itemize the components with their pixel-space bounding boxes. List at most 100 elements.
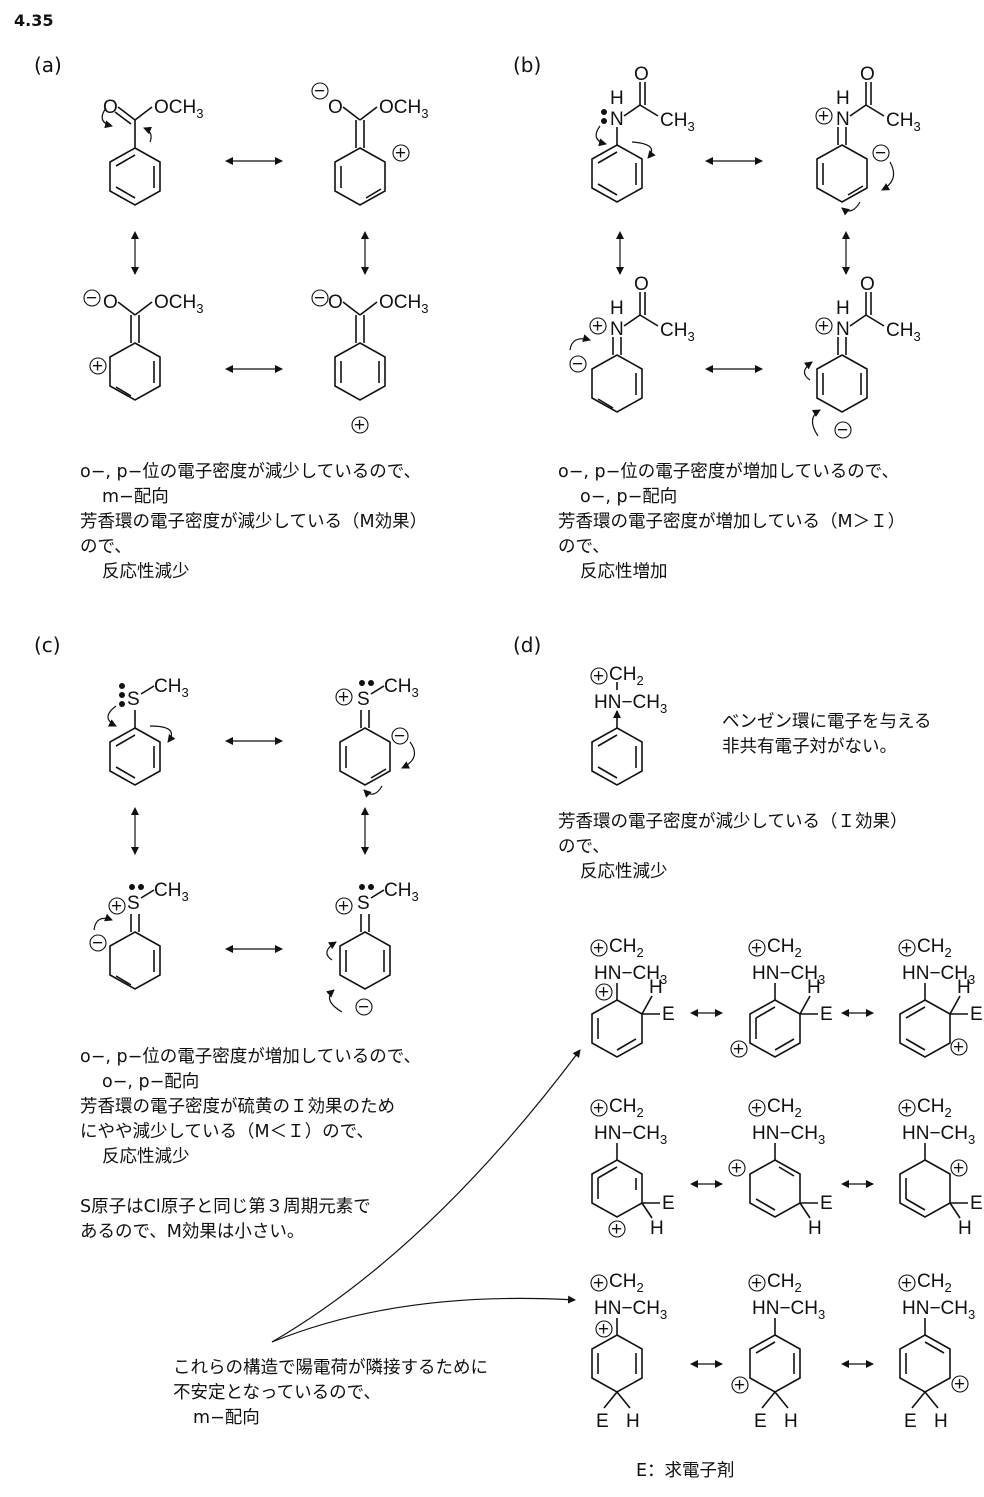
- svg-text:+: +: [598, 1319, 609, 1340]
- svg-text:ので、: ので、: [558, 537, 610, 557]
- minus-charge-icon: [83, 289, 101, 307]
- svg-text:E: E: [820, 1004, 833, 1025]
- svg-text:H: H: [808, 1218, 822, 1239]
- svg-text:にやや減少している（M＜Ｉ）ので、: にやや減少している（M＜Ｉ）ので、: [80, 1122, 374, 1142]
- svg-text:CH2: CH2: [609, 664, 644, 688]
- svg-text:反応性減少: 反応性減少: [102, 562, 190, 582]
- svg-text:反応性減少: 反応性減少: [102, 1147, 190, 1167]
- svg-text:OCH3: OCH3: [379, 292, 428, 316]
- panel-c-caption: o−, p−位の電子密度が増加しているので、 o−, p−配向 芳香環の電子密度…: [80, 1047, 421, 1242]
- svg-text:N: N: [836, 319, 850, 340]
- plus-charge-icon: [89, 357, 107, 375]
- structure-a3: O OCH3 − +: [83, 288, 203, 401]
- svg-text:CH2: CH2: [767, 1096, 802, 1120]
- svg-text:CH2: CH2: [609, 1271, 644, 1295]
- structure-b3: O H N CH3 + −: [569, 274, 695, 413]
- svg-text:+: +: [954, 1374, 965, 1395]
- svg-text:H: H: [934, 1411, 948, 1432]
- svg-text:ので、: ので、: [80, 537, 132, 557]
- svg-text:+: +: [751, 1098, 762, 1119]
- sigma-complex-meta-3: E H + + CH2 HN−CH3: [898, 1096, 983, 1239]
- svg-text:o−, p−配向: o−, p−配向: [580, 487, 677, 507]
- curved-arrow: [143, 126, 152, 143]
- svg-text:S: S: [357, 893, 370, 914]
- svg-text:+: +: [593, 1273, 604, 1294]
- svg-text:+: +: [611, 1219, 622, 1240]
- structure-c3: S CH3 + −: [89, 880, 189, 990]
- svg-text:HN−CH3: HN−CH3: [752, 963, 825, 987]
- panel-d-note: ベンゼン環に電子を与える 非共有電子対がない。: [722, 712, 931, 757]
- svg-text:H: H: [958, 1218, 972, 1239]
- panel-a-caption: o−, p−位の電子密度が減少しているので、 m−配向 芳香環の電子密度が減少し…: [80, 462, 427, 582]
- svg-text:S: S: [127, 893, 140, 914]
- svg-text:+: +: [901, 938, 912, 959]
- svg-text:HN−CH3: HN−CH3: [752, 1123, 825, 1147]
- svg-text:E: E: [820, 1193, 833, 1214]
- group-och3: OCH: [379, 97, 421, 118]
- benzene-ring: [109, 147, 161, 206]
- svg-text:HN−CH3: HN−CH3: [902, 963, 975, 987]
- svg-text:+: +: [593, 938, 604, 959]
- svg-text:+: +: [818, 316, 829, 337]
- curved-arrow: [101, 107, 113, 129]
- pointer-arrow: [271, 1049, 581, 1343]
- structure-b2: O H N CH3 + −: [815, 64, 921, 216]
- svg-text:+: +: [338, 896, 349, 917]
- svg-text:H: H: [610, 88, 624, 109]
- svg-text:芳香環の電子密度が減少している（Ｉ効果）: 芳香環の電子密度が減少している（Ｉ効果）: [558, 812, 907, 832]
- atom-o: O: [328, 97, 343, 118]
- bottom-note: これらの構造で陽電荷が隣接するために 不安定となっているので、 m−配向: [173, 1358, 488, 1428]
- svg-text:N: N: [610, 109, 624, 130]
- panel-a-label: (a): [34, 53, 62, 77]
- svg-text:o−, p−位の電子密度が増加しているので、: o−, p−位の電子密度が増加しているので、: [80, 1047, 421, 1067]
- cyclohexadiene-ring: [334, 147, 386, 206]
- svg-text:H: H: [957, 977, 971, 998]
- svg-text:−: −: [314, 81, 325, 102]
- panel-d-label: (d): [513, 633, 541, 657]
- structure-b4: O H N CH3 + −: [803, 274, 921, 441]
- svg-text:CH2: CH2: [917, 1096, 952, 1120]
- svg-text:CH3: CH3: [154, 880, 189, 904]
- svg-text:−: −: [837, 420, 848, 441]
- svg-text:CH3: CH3: [886, 110, 921, 134]
- minus-charge-icon: [311, 289, 329, 307]
- svg-text:不安定となっているので、: 不安定となっているので、: [173, 1383, 381, 1403]
- svg-text:O: O: [634, 274, 649, 295]
- svg-text:−: −: [92, 933, 103, 954]
- svg-text:N: N: [836, 109, 850, 130]
- svg-text:CH2: CH2: [767, 1271, 802, 1295]
- svg-text:+: +: [731, 1158, 742, 1179]
- svg-text:−: −: [394, 726, 405, 747]
- svg-text:芳香環の電子密度が硫黄のＩ効果のため: 芳香環の電子密度が硫黄のＩ効果のため: [80, 1097, 395, 1117]
- svg-text:H: H: [836, 298, 850, 319]
- problem-number: 4.35: [14, 11, 53, 30]
- structure-c1: S CH3: [107, 676, 189, 786]
- svg-text:E: E: [662, 1004, 675, 1025]
- svg-text:HN−CH3: HN−CH3: [594, 692, 667, 716]
- svg-text:CH2: CH2: [917, 936, 952, 960]
- atom-o: O: [103, 97, 118, 118]
- structure-a1: O OCH3: [101, 97, 203, 206]
- panel-a: (a) O OCH3 O OCH3: [34, 53, 428, 582]
- sigma-complex-meta-1: E H + + CH2 HN−CH3: [590, 1096, 675, 1240]
- panel-c-label: (c): [34, 633, 61, 657]
- sigma-complex-ortho-1: H E + + CH2 HN−CH3: [590, 936, 675, 1058]
- panel-b-label: (b): [513, 53, 541, 77]
- panel-d: (d) + CH2 HN−CH3 ベンゼン環に電子を与える 非共有電子対がない。…: [513, 633, 983, 1481]
- svg-text:o−, p−配向: o−, p−配向: [102, 1072, 199, 1092]
- structure-b1: O H N CH3: [591, 64, 695, 203]
- svg-text:+: +: [92, 356, 103, 377]
- svg-text:H: H: [610, 298, 624, 319]
- svg-text:N: N: [610, 319, 624, 340]
- svg-text:E: E: [754, 1411, 767, 1432]
- svg-text:H: H: [836, 88, 850, 109]
- panel-d-caption: 芳香環の電子密度が減少している（Ｉ効果） ので、 反応性減少: [558, 812, 907, 882]
- svg-text:反応性増加: 反応性増加: [580, 562, 668, 582]
- svg-text:−: −: [86, 288, 97, 309]
- plus-charge-icon: [351, 416, 369, 434]
- svg-text:o−, p−位の電子密度が減少しているので、: o−, p−位の電子密度が減少しているので、: [80, 462, 421, 482]
- svg-text:−: −: [358, 997, 369, 1018]
- svg-text:CH3: CH3: [154, 676, 189, 700]
- svg-text:H: H: [807, 977, 821, 998]
